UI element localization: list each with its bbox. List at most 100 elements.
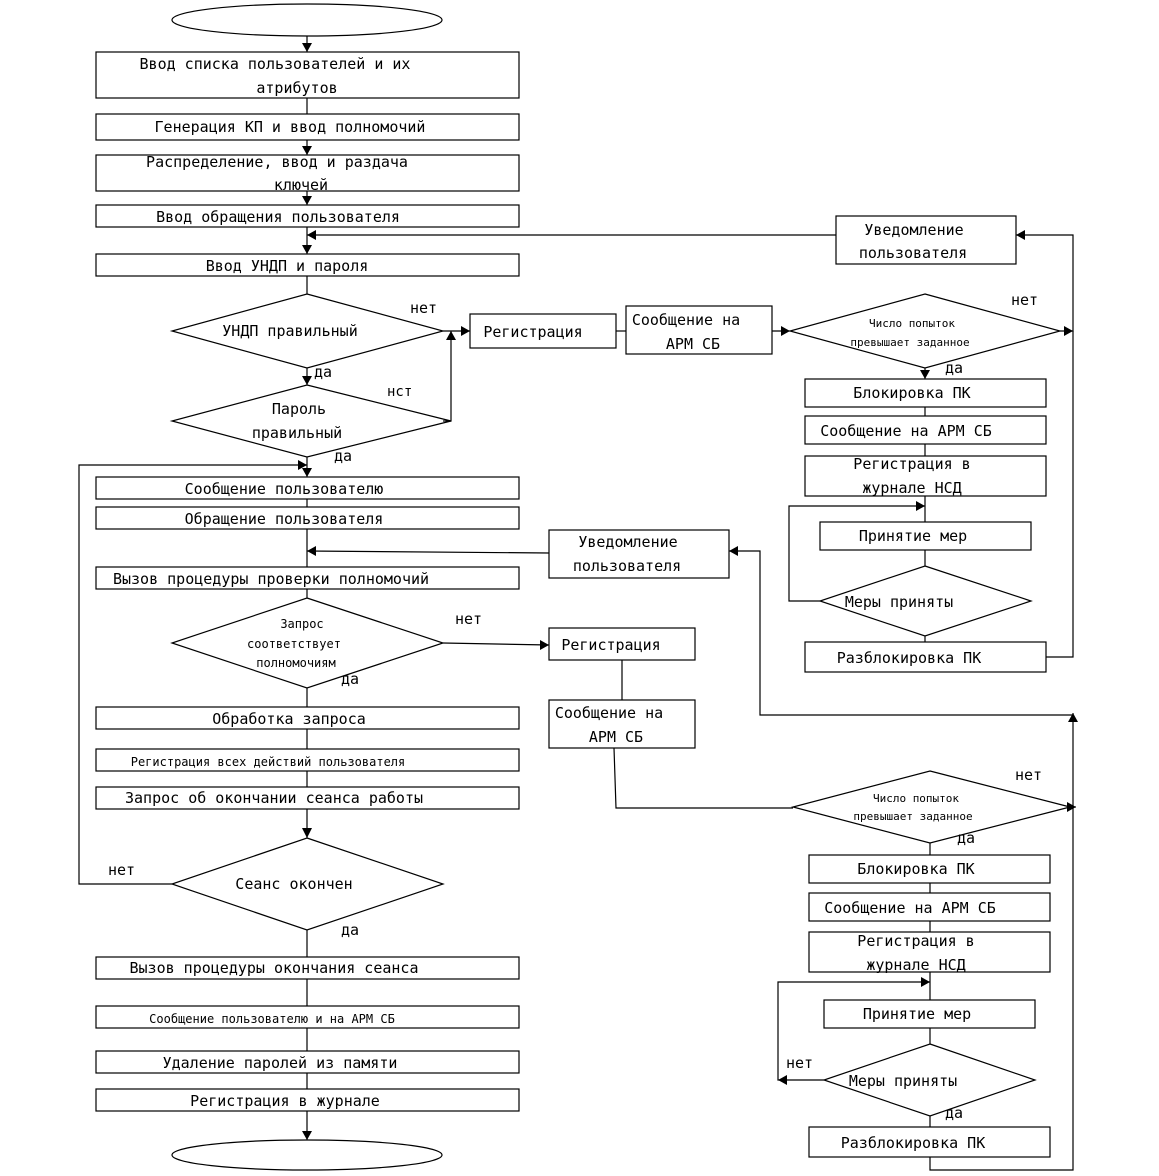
b1-measures-label: Принятие мер (859, 527, 967, 545)
box-process-req-label: Обработка запроса (212, 710, 366, 728)
arrow-into-undp (302, 245, 312, 254)
b1-msg-arm-box (625, 305, 773, 355)
b2-attempts-line1: Число попыток (873, 792, 959, 805)
b2-notify-box (548, 529, 730, 579)
label-b2-taken-no: нет (786, 1054, 813, 1072)
box-undp-password-label: Ввод УНДП и пароля (206, 257, 369, 275)
label-req-yes: да (341, 670, 359, 688)
box-reg-journal-label: Регистрация в журнале (190, 1092, 380, 1110)
decision-request-line1: Запрос (280, 617, 323, 631)
arrow-session-loop (298, 460, 307, 470)
b1-notify-box (835, 215, 1017, 265)
arrow-into-keys (302, 146, 312, 155)
decision-request-line3: полномочиям (256, 656, 335, 670)
b2-registration-label: Регистрация (561, 636, 660, 654)
arrow-into-msg-user (302, 468, 312, 477)
b1-measures-taken-label: Меры приняты (845, 593, 953, 611)
end-terminator (171, 1139, 443, 1171)
b2-measures-taken-label: Меры приняты (849, 1072, 957, 1090)
arrow-into-b2-notify (729, 546, 738, 556)
arrow-into-pass (302, 376, 312, 385)
edge-b1-unblock-back (1046, 331, 1074, 658)
edge-session-no-loop (78, 464, 307, 885)
b1-attempts-line2: превышает заданное (850, 336, 969, 349)
box-user-appeal-label: Обращение пользователя (185, 510, 384, 528)
decision-password-line2: правильный (252, 424, 342, 442)
box-input-users-line1: Ввод списка пользователей и их (140, 55, 411, 73)
arrow-into-b1-notify (1016, 230, 1025, 240)
edge-b2-unblock-back (929, 713, 1074, 1171)
edge-b2-notify-back (306, 550, 550, 554)
arrow-b1-unblock-up (1064, 326, 1073, 336)
arrow-b2-no-left (778, 1075, 787, 1085)
arrow-into-b1-attempts (781, 326, 790, 336)
label-pass-no: нст (387, 384, 412, 400)
box-msg-user-arm-label: Сообщение пользователю и на АРМ СБ (149, 1012, 395, 1026)
label-b1-attempts-no: нет (1011, 291, 1038, 309)
edge-pass-no (443, 331, 452, 422)
arrow-pass-no-up (446, 331, 456, 340)
label-b2-attempts-yes: да (957, 829, 975, 847)
label-pass-yes: да (334, 447, 352, 465)
arrow-notify1-back (307, 230, 316, 240)
decision-password-line1: Пароль (272, 400, 326, 418)
arrow-b2-loop (921, 977, 930, 987)
b1-notify-line1: Уведомление (864, 221, 963, 239)
b1-registration-label: Регистрация (483, 323, 582, 341)
label-undp-no: нет (410, 299, 437, 317)
box-msg-user-label: Сообщение пользователю (185, 480, 384, 498)
b1-reg-nsd-line2: журнале НСД (862, 479, 961, 497)
arrow-into-session (302, 828, 312, 838)
b1-msg-arm-line2: АРМ СБ (666, 335, 720, 353)
arrowheads (298, 43, 1078, 1140)
b2-msg-arm-line1: Сообщение на (555, 704, 663, 722)
label-undp-yes: да (314, 363, 332, 381)
box-call-end-label: Вызов процедуры окончания сеанса (130, 959, 419, 977)
b1-block-label: Блокировка ПК (853, 384, 970, 402)
edge-b2-taken-no-loop (777, 981, 930, 1081)
box-gen-kp (95, 113, 520, 141)
arrow-into-input (302, 43, 312, 52)
arrow-into-b2-registration (540, 640, 549, 650)
b2-unblock-label: Разблокировка ПК (841, 1134, 986, 1152)
box-user-request-label: Ввод обращения пользователя (156, 208, 400, 226)
edge-b1-taken-no-loop (788, 505, 925, 602)
main-column: Ввод списка пользователей и их атрибутов… (95, 3, 520, 1171)
box-reg-all-label: Регистрация всех действий пользователя (131, 755, 406, 769)
b2-msg-arm-single-label: Сообщение на АРМ СБ (824, 899, 996, 917)
edge-req-no (442, 642, 550, 646)
box-delete-pass-label: Удаление паролей из памяти (163, 1054, 398, 1072)
label-session-no: нет (108, 861, 135, 879)
label-session-yes: да (341, 921, 359, 939)
b1-msg-arm-single-box (804, 415, 1047, 445)
b2-msg-arm-line2: АРМ СБ (589, 728, 643, 746)
edge-b2-msg-attempts (613, 747, 793, 809)
arrow-into-request (302, 196, 312, 205)
edge-b1-attempts-no (1016, 234, 1074, 332)
arrow-into-end (302, 1131, 312, 1140)
label-b1-attempts-yes: да (945, 359, 963, 377)
decision-request-line2: соответствует (247, 637, 341, 651)
box-input-users-line2: атрибутов (256, 79, 337, 97)
label-b2-attempts-no: нет (1015, 766, 1042, 784)
b1-notify-line2: пользователя (859, 244, 967, 262)
box-call-check-label: Вызов процедуры проверки полномочий (113, 570, 429, 588)
box-keys-line2: ключей (274, 176, 328, 194)
b2-reg-nsd-line1: Регистрация в (857, 932, 974, 950)
b2-msg-arm-single-box (808, 892, 1051, 922)
b2-notify-line2: пользователя (573, 557, 681, 575)
label-req-no: нет (455, 610, 482, 628)
decision-session-label: Сеанс окончен (235, 875, 352, 893)
decision-undp-label: УНДП правильный (222, 322, 357, 340)
start-terminator (171, 3, 443, 37)
arrow-b2-unblock-up (1068, 713, 1078, 722)
arrow-b2-attempts-right (1067, 802, 1076, 812)
box-input-users (95, 51, 520, 99)
b2-registration-box (548, 627, 696, 661)
b1-reg-nsd-line1: Регистрация в (853, 455, 970, 473)
b2-measures-label: Принятие мер (863, 1005, 971, 1023)
box-gen-kp-label: Генерация КП и ввод полномочий (155, 118, 426, 136)
edge-b2-notify-route (729, 550, 1073, 716)
box-keys (95, 154, 520, 192)
arrow-notify2-back (307, 546, 316, 556)
